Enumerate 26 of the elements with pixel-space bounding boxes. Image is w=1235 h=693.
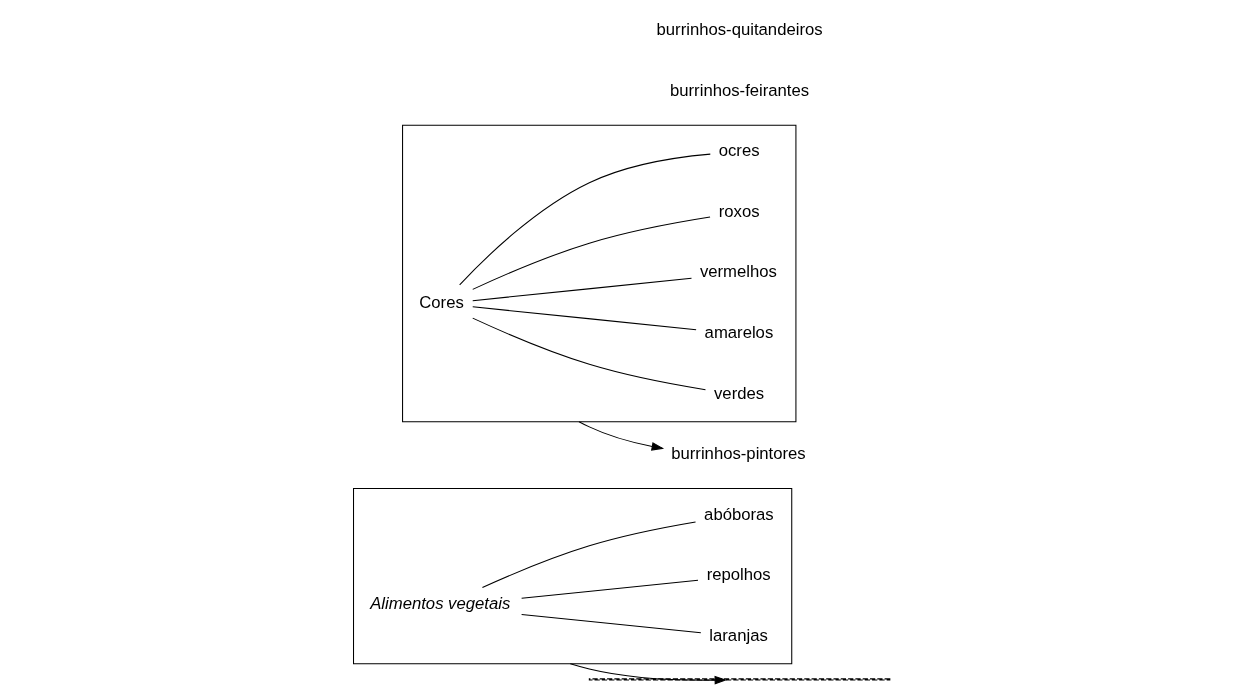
node-text: amarelos xyxy=(704,322,774,342)
connector xyxy=(472,216,711,290)
label: burrinhos-quitandeiros xyxy=(656,20,823,40)
node-line xyxy=(588,678,891,681)
connector xyxy=(472,317,706,391)
node-text: roxos xyxy=(718,201,760,221)
node-text: vermelhos xyxy=(699,262,777,282)
label: burrinhos-feirantes xyxy=(670,80,810,100)
node-text: abóboras xyxy=(704,504,774,524)
connector xyxy=(459,153,711,286)
node-text: Cores xyxy=(419,292,464,312)
arrow xyxy=(569,663,728,685)
connector xyxy=(472,306,697,331)
connector xyxy=(521,579,699,599)
connector xyxy=(521,613,702,634)
node-text: ocres xyxy=(718,141,760,161)
cluster xyxy=(353,487,793,665)
cluster xyxy=(402,124,797,423)
node-text: burrinhos-pintores xyxy=(671,444,806,464)
node-text: Alimentos vegetais xyxy=(370,594,511,614)
connector xyxy=(472,277,693,302)
arrow xyxy=(578,421,665,451)
node-text: repolhos xyxy=(706,565,771,585)
node-text: laranjas xyxy=(709,625,768,645)
connector xyxy=(481,521,697,589)
node-text: verdes xyxy=(714,383,765,403)
